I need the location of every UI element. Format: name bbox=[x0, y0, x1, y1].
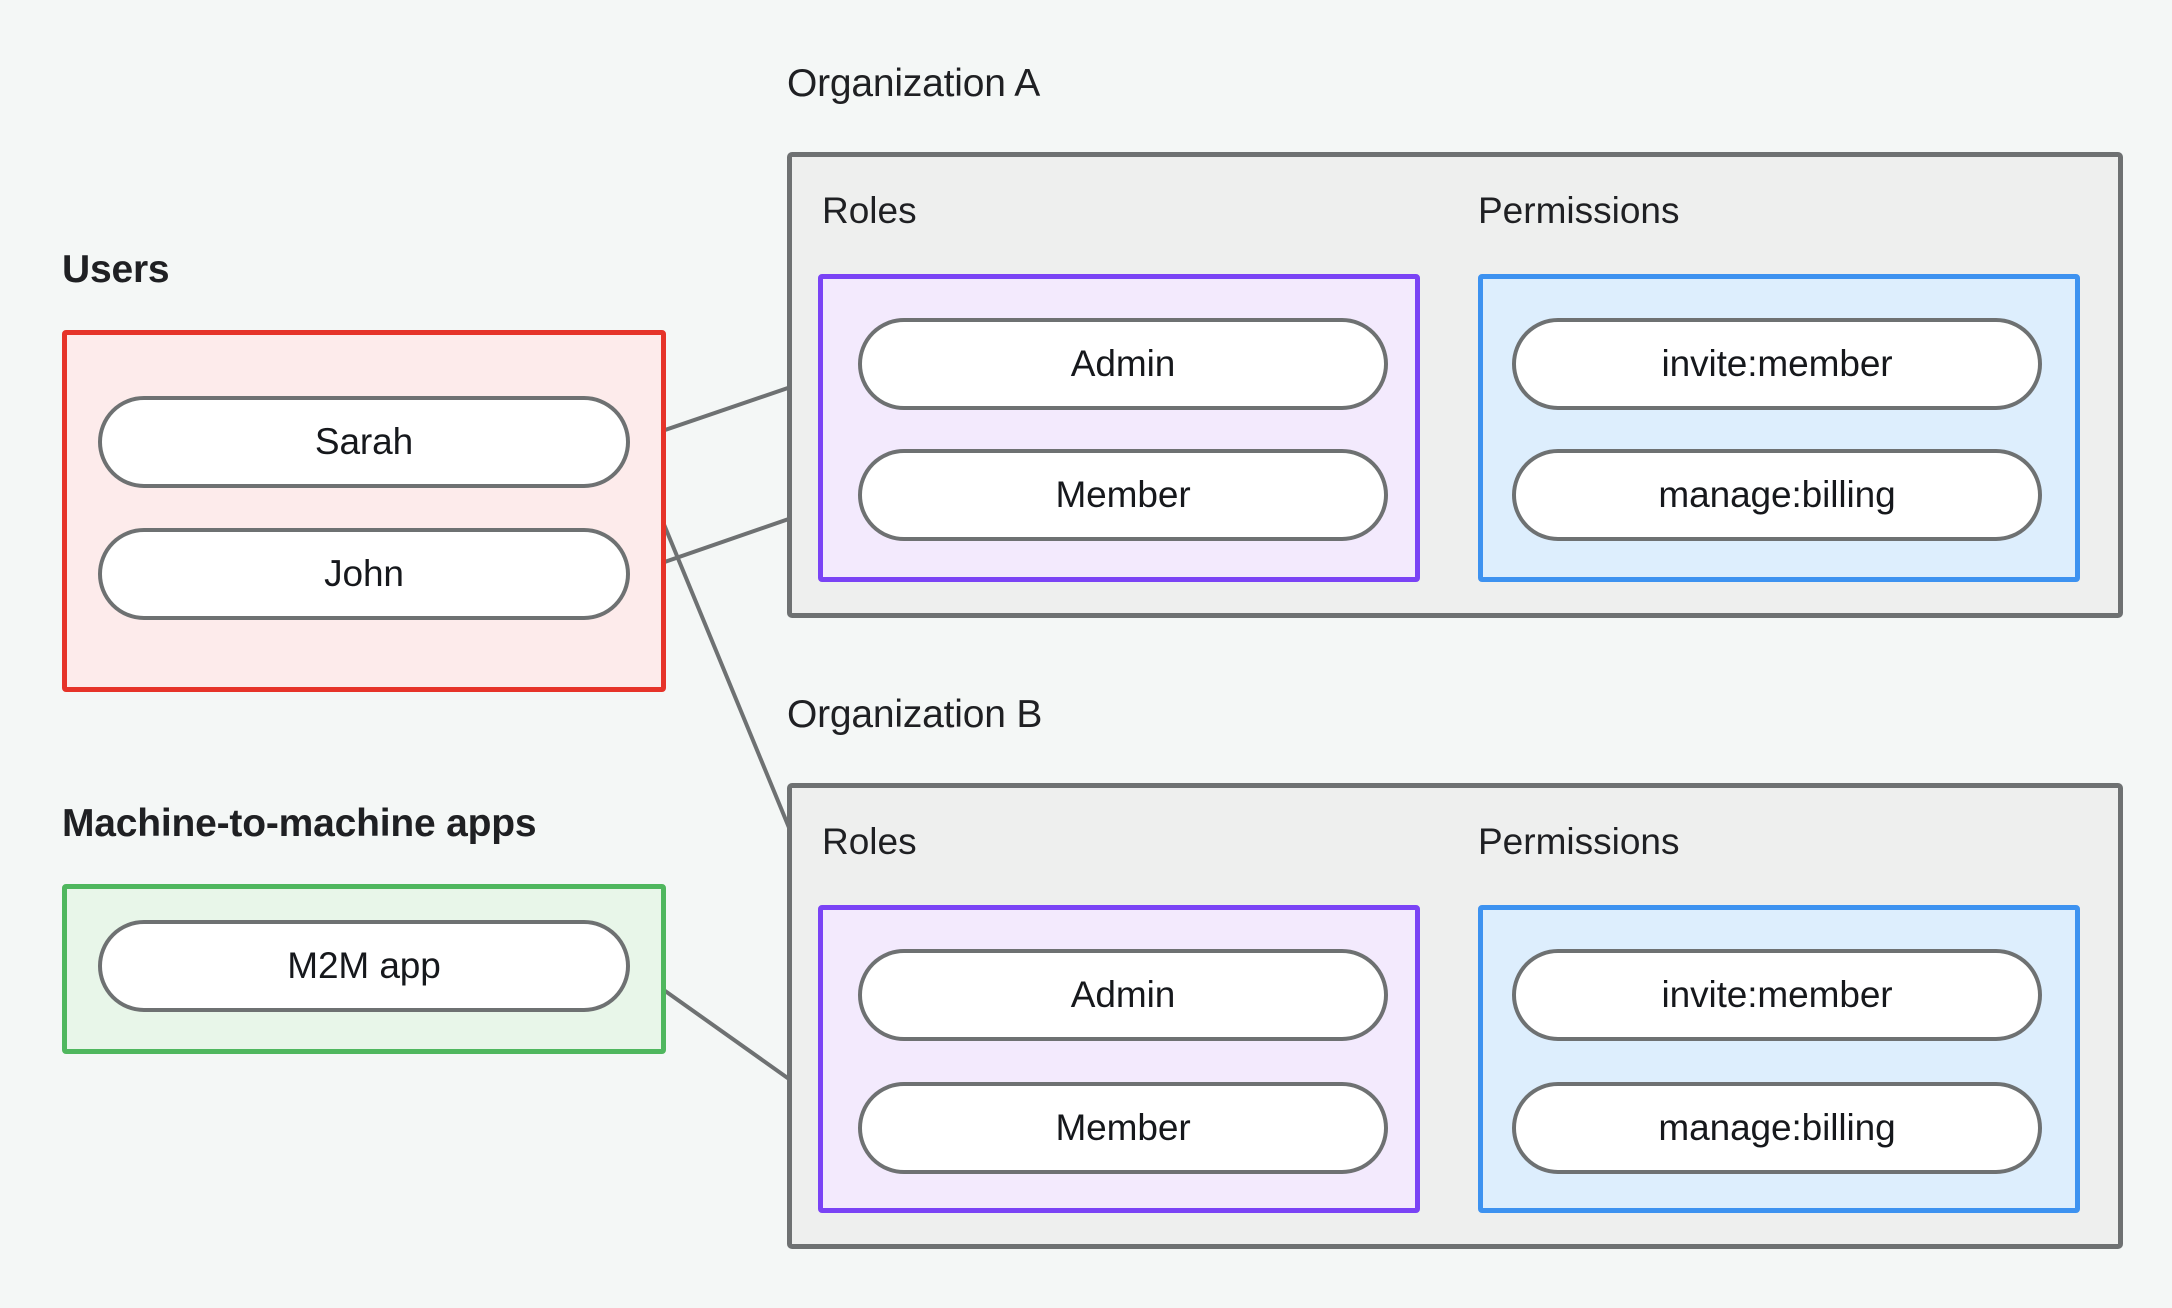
users-group-label: Users bbox=[62, 248, 170, 291]
org-b-permission-pill-manage-billing[interactable]: manage:billing bbox=[1512, 1082, 2042, 1174]
org-a-permission-pill-manage-billing[interactable]: manage:billing bbox=[1512, 449, 2042, 541]
org-b-label: Organization B bbox=[787, 693, 1043, 736]
org-a-label: Organization A bbox=[787, 62, 1041, 105]
user-pill-sarah[interactable]: Sarah bbox=[98, 396, 630, 488]
org-a-roles-label: Roles bbox=[822, 190, 917, 231]
org-a-role-pill-admin[interactable]: Admin bbox=[858, 318, 1388, 410]
org-a-permission-pill-invite-member[interactable]: invite:member bbox=[1512, 318, 2042, 410]
org-b-permissions-label: Permissions bbox=[1478, 821, 1680, 862]
org-b-role-pill-admin[interactable]: Admin bbox=[858, 949, 1388, 1041]
org-b-roles-label: Roles bbox=[822, 821, 917, 862]
org-b-role-pill-member[interactable]: Member bbox=[858, 1082, 1388, 1174]
m2m-group-label: Machine-to-machine apps bbox=[62, 802, 537, 845]
user-pill-john[interactable]: John bbox=[98, 528, 630, 620]
org-a-role-pill-member[interactable]: Member bbox=[858, 449, 1388, 541]
org-b-permission-pill-invite-member[interactable]: invite:member bbox=[1512, 949, 2042, 1041]
m2m-pill-app[interactable]: M2M app bbox=[98, 920, 630, 1012]
org-a-permissions-label: Permissions bbox=[1478, 190, 1680, 231]
users-group-box bbox=[62, 330, 666, 692]
